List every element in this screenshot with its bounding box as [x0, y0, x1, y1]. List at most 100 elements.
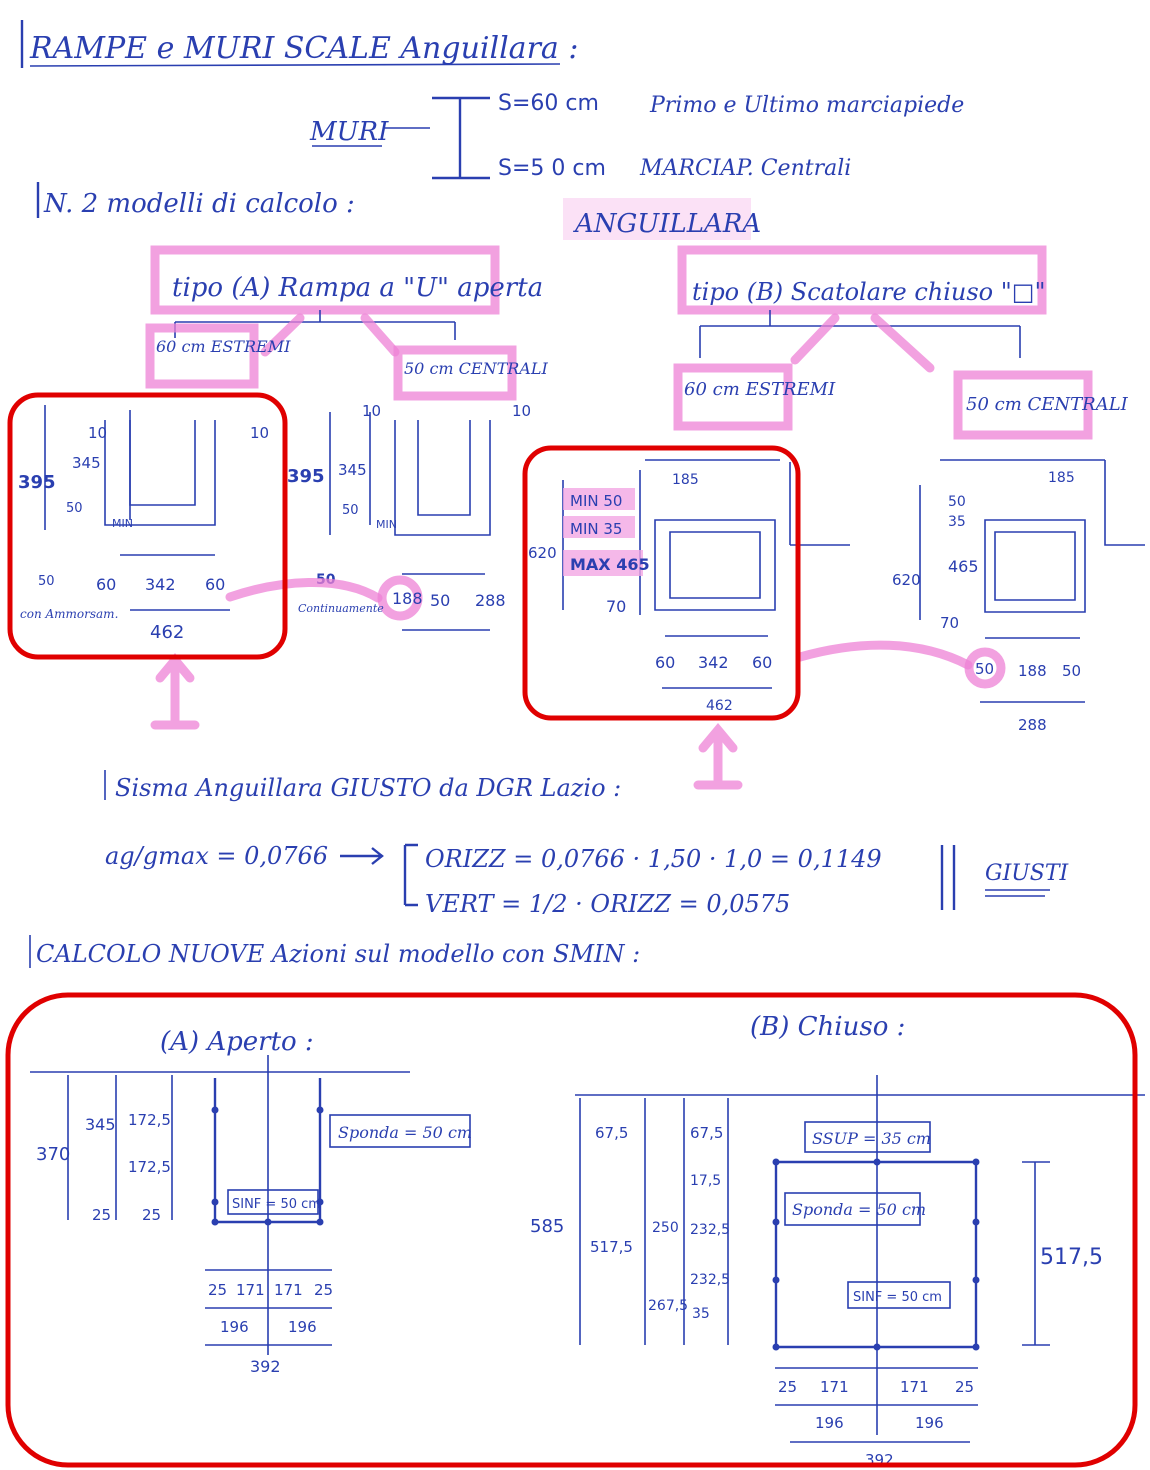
muri-desc1: Primo e Ultimo marciapiede [649, 93, 964, 118]
node [211, 1106, 219, 1114]
model-a-dim-7: 171 [236, 1281, 265, 1299]
model-b-dim-3: 250 [652, 1220, 679, 1236]
sisma-oriz: ORIZZ = 0,0766 · 1,50 · 1,0 = 0,1149 [425, 845, 882, 873]
a-right-dim-3: 395 [287, 466, 325, 487]
model-b-dim-16: 196 [915, 1414, 944, 1432]
b-left-box [673, 363, 793, 431]
model-b-ssup: SSUP = 35 cm [812, 1129, 931, 1148]
a-left-dim-1: 10 [250, 424, 269, 442]
a-left-dim-2: 345 [72, 454, 101, 472]
red-highlight-b [522, 445, 801, 721]
model-b-dim-10: 517,5 [1040, 1245, 1103, 1270]
model-b-dim-14: 25 [955, 1378, 974, 1396]
title-underline [29, 63, 561, 67]
b-right-dim-1: 35 [948, 514, 966, 530]
model-a-dim-11: 196 [288, 1318, 317, 1336]
a-left-dim-9: 60 [205, 575, 225, 594]
a-right-pink-link [225, 577, 383, 603]
b-right-dim-lines [919, 459, 1145, 620]
sisma-giusti: GIUSTI [985, 861, 1070, 886]
model-a-dim-12: 392 [250, 1357, 281, 1376]
model-a-dim-9: 25 [314, 1281, 333, 1299]
b-left-max465-hl [563, 550, 643, 576]
model-a-sponda-box [329, 1114, 471, 1148]
a-left-u-shape [104, 420, 216, 526]
a-right-dim-8: 50 [430, 591, 450, 610]
muri-label: MURI [309, 117, 389, 147]
b-left-dim-7: 60 [752, 653, 772, 672]
a-right-box [393, 345, 517, 401]
node [972, 1218, 980, 1226]
a-left-dim-7: 60 [96, 575, 116, 594]
b-left-box-label: 60 cm ESTREMI [684, 379, 836, 400]
model-b-dim-2: 517,5 [590, 1238, 633, 1256]
a-left-dim-lines [44, 405, 131, 530]
model-b-sponda-box [784, 1192, 921, 1226]
b-left-min35-hl [563, 516, 635, 538]
b-right-dim-7: 50 [1062, 662, 1081, 680]
muri-bracket [432, 96, 490, 180]
model-b-dim-0: 585 [530, 1216, 564, 1237]
b-right-dim-5: 50 [975, 660, 994, 678]
muri-s2: S=5 0 cm [498, 156, 606, 181]
tipo-a-box [150, 245, 500, 315]
a-right-dim-lines [329, 412, 371, 535]
tipo-b-label: tipo (B) Scatolare chiuso "□" [692, 278, 1046, 306]
node [873, 1158, 881, 1166]
model-b-dim-15: 196 [815, 1414, 844, 1432]
sisma-vert: VERT = 1/2 · ORIZZ = 0,0575 [425, 890, 790, 918]
b-left-dim-4: 70 [606, 597, 626, 616]
node [972, 1158, 980, 1166]
sisma-bars [940, 845, 956, 910]
b-left-dim-0: MIN 50 [570, 492, 622, 510]
anguillara-highlight [563, 198, 751, 240]
sisma-ag: ag/gmax = 0,0766 [105, 842, 328, 870]
model-a-dim-8: 171 [274, 1281, 303, 1299]
node [972, 1276, 980, 1284]
model-b-sinf-box [847, 1281, 951, 1309]
b-right-dim-9: 185 [1048, 470, 1075, 486]
model-a-dim-4: 25 [92, 1206, 111, 1224]
a-right-dim-4: 50 [342, 503, 359, 518]
a-left-dim-10: 462 [150, 622, 184, 643]
b-left-dim-6: 342 [698, 653, 729, 672]
pink-arrow-b [693, 722, 743, 790]
muri-desc2: MARCIAP. Centrali [639, 156, 851, 181]
node [316, 1106, 324, 1114]
b-right-dim-2: 465 [948, 557, 979, 576]
node [316, 1218, 324, 1226]
b-left-dim-8: 462 [706, 698, 733, 714]
sisma-arrow [340, 847, 384, 865]
sisma-heading: Sisma Anguillara GIUSTO da DGR Lazio : [115, 774, 621, 802]
model-b-dim-9: 35 [692, 1306, 710, 1322]
model-b-dim-1: 67,5 [595, 1124, 628, 1142]
node [211, 1198, 219, 1206]
a-right-dim-0: 10 [362, 402, 381, 420]
model-a-sinf: SINF = 50 cm [232, 1197, 321, 1212]
model-b-dim-6: 17,5 [690, 1173, 721, 1189]
a-left-dim-0: 10 [88, 424, 107, 442]
tipo-a-tree [174, 310, 456, 340]
model-a-dim-2: 172,5 [128, 1111, 171, 1129]
a-left-dim-3: 395 [18, 472, 56, 493]
a-right-dim-1: 10 [512, 402, 531, 420]
b-right-dim-0: 50 [948, 494, 966, 510]
model-b-ssup-box [804, 1121, 931, 1153]
b-left-dim-2: MAX 465 [570, 555, 650, 574]
a-left-box-label: 60 cm ESTREMI [156, 337, 291, 356]
tipo-a-pink-arrows [260, 313, 400, 357]
a-left-note: con Ammorsam. [20, 607, 118, 621]
tipo-b-box [677, 245, 1047, 315]
model-a-sponda: Sponda = 50 cm [338, 1123, 472, 1142]
tipo-a-label: tipo (A) Rampa a "U" aperta [172, 273, 543, 303]
model-a-dim-10: 196 [220, 1318, 249, 1336]
pink-arrow-a [150, 652, 200, 730]
b-left-dim-1: MIN 35 [570, 520, 622, 538]
b-left-box-shape [654, 519, 776, 611]
b-right-dim-8: 288 [1018, 716, 1047, 734]
anguillara-box: ANGUILLARA [573, 209, 761, 239]
node [316, 1198, 324, 1206]
a-right-dim-7: 188 [392, 589, 423, 608]
b-left-dim-9: 185 [672, 472, 699, 488]
